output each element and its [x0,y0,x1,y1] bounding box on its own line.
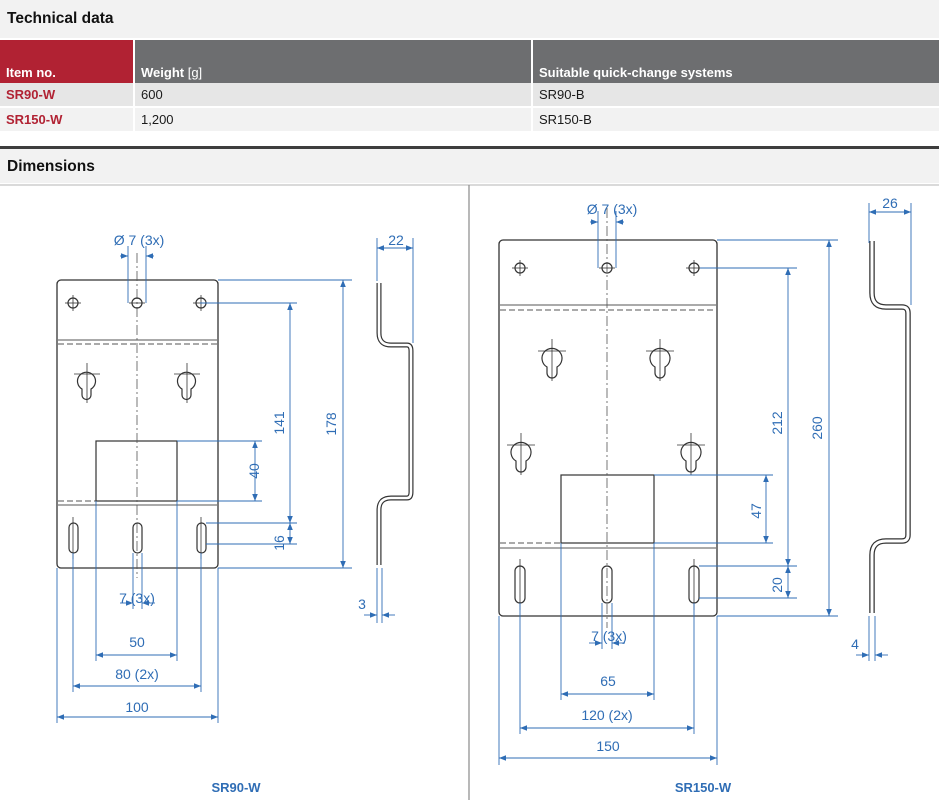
sr90-window-width-label: 50 [129,634,145,650]
sr150-sheet-label: 4 [851,636,859,652]
sr150-window-width-label: 65 [600,673,616,689]
sr150-slot-width-label: 7 (3x) [591,628,627,644]
technical-data-header: Technical data [0,0,939,38]
sr90-window-label: 40 [246,463,262,479]
technical-data-title: Technical data [7,10,114,27]
sr150-width-label: 150 [596,738,620,754]
sr90-hole-spacing-label: 141 [271,411,287,435]
col-systems: Suitable quick-change systems [531,40,939,83]
sr150-slot-length-label: 20 [769,577,785,593]
dimensions-title: Dimensions [7,158,95,175]
sr90-side-profile [376,283,414,565]
row-weight: 1,200 [133,107,532,133]
sr150-side-profile [869,241,911,613]
row-item: SR90-W [0,83,134,108]
row-weight: 600 [133,83,532,108]
sr150-height-label: 260 [809,416,825,440]
sr90-slots [68,522,207,554]
table-row: SR90-W 600 SR90-B [0,83,939,108]
sr150-drawing: Ø 7 (3x) 26 260 212 47 20 4 7 (3x) 65 12… [498,195,912,795]
dimension-drawings: Ø 7 (3x) 22 178 141 40 16 3 7 (3x) 50 80… [0,184,939,800]
table-row: SR150-W 1,200 SR150-B [0,107,939,133]
col-weight-label: Weight [141,65,185,80]
col-item-no: Item no. [0,40,134,83]
sr90-thickness-label: 22 [388,232,404,248]
sr150-hole-spacing-label: 212 [769,411,785,435]
sr90-slot-width-label: 7 (3x) [119,590,155,606]
dimensions-header: Dimensions [0,146,939,183]
sr90-sheet-label: 3 [358,596,366,612]
sr150-hole-dia-label: Ø 7 (3x) [587,201,638,217]
sr150-hole-pitch-label: 120 (2x) [581,707,632,723]
sr150-keyholes [510,347,702,473]
sr90-drawing: Ø 7 (3x) 22 178 141 40 16 3 7 (3x) 50 80… [56,232,414,795]
col-weight: Weight [g] [133,40,532,83]
row-system: SR90-B [531,83,939,108]
row-system: SR150-B [531,107,939,133]
table-header-row: Item no. Weight [g] Suitable quick-chang… [0,40,939,83]
sr90-keyholes [76,371,197,401]
sr90-slot-length-label: 16 [271,535,287,551]
sr90-hole-pitch-label: 80 (2x) [115,666,159,682]
sr150-window-label: 47 [748,503,764,519]
col-weight-unit: [g] [187,65,203,80]
row-item: SR150-W [0,107,134,133]
sr150-caption: SR150-W [675,780,732,795]
sr90-hole-dia-label: Ø 7 (3x) [114,232,165,248]
sr90-width-label: 100 [125,699,149,715]
sr150-plate [498,239,718,617]
sr90-height-label: 178 [323,412,339,436]
technical-data-table: Item no. Weight [g] Suitable quick-chang… [0,40,939,133]
sr90-caption: SR90-W [211,780,261,795]
sr90-plate [56,279,219,569]
sr150-thickness-label: 26 [882,195,898,211]
